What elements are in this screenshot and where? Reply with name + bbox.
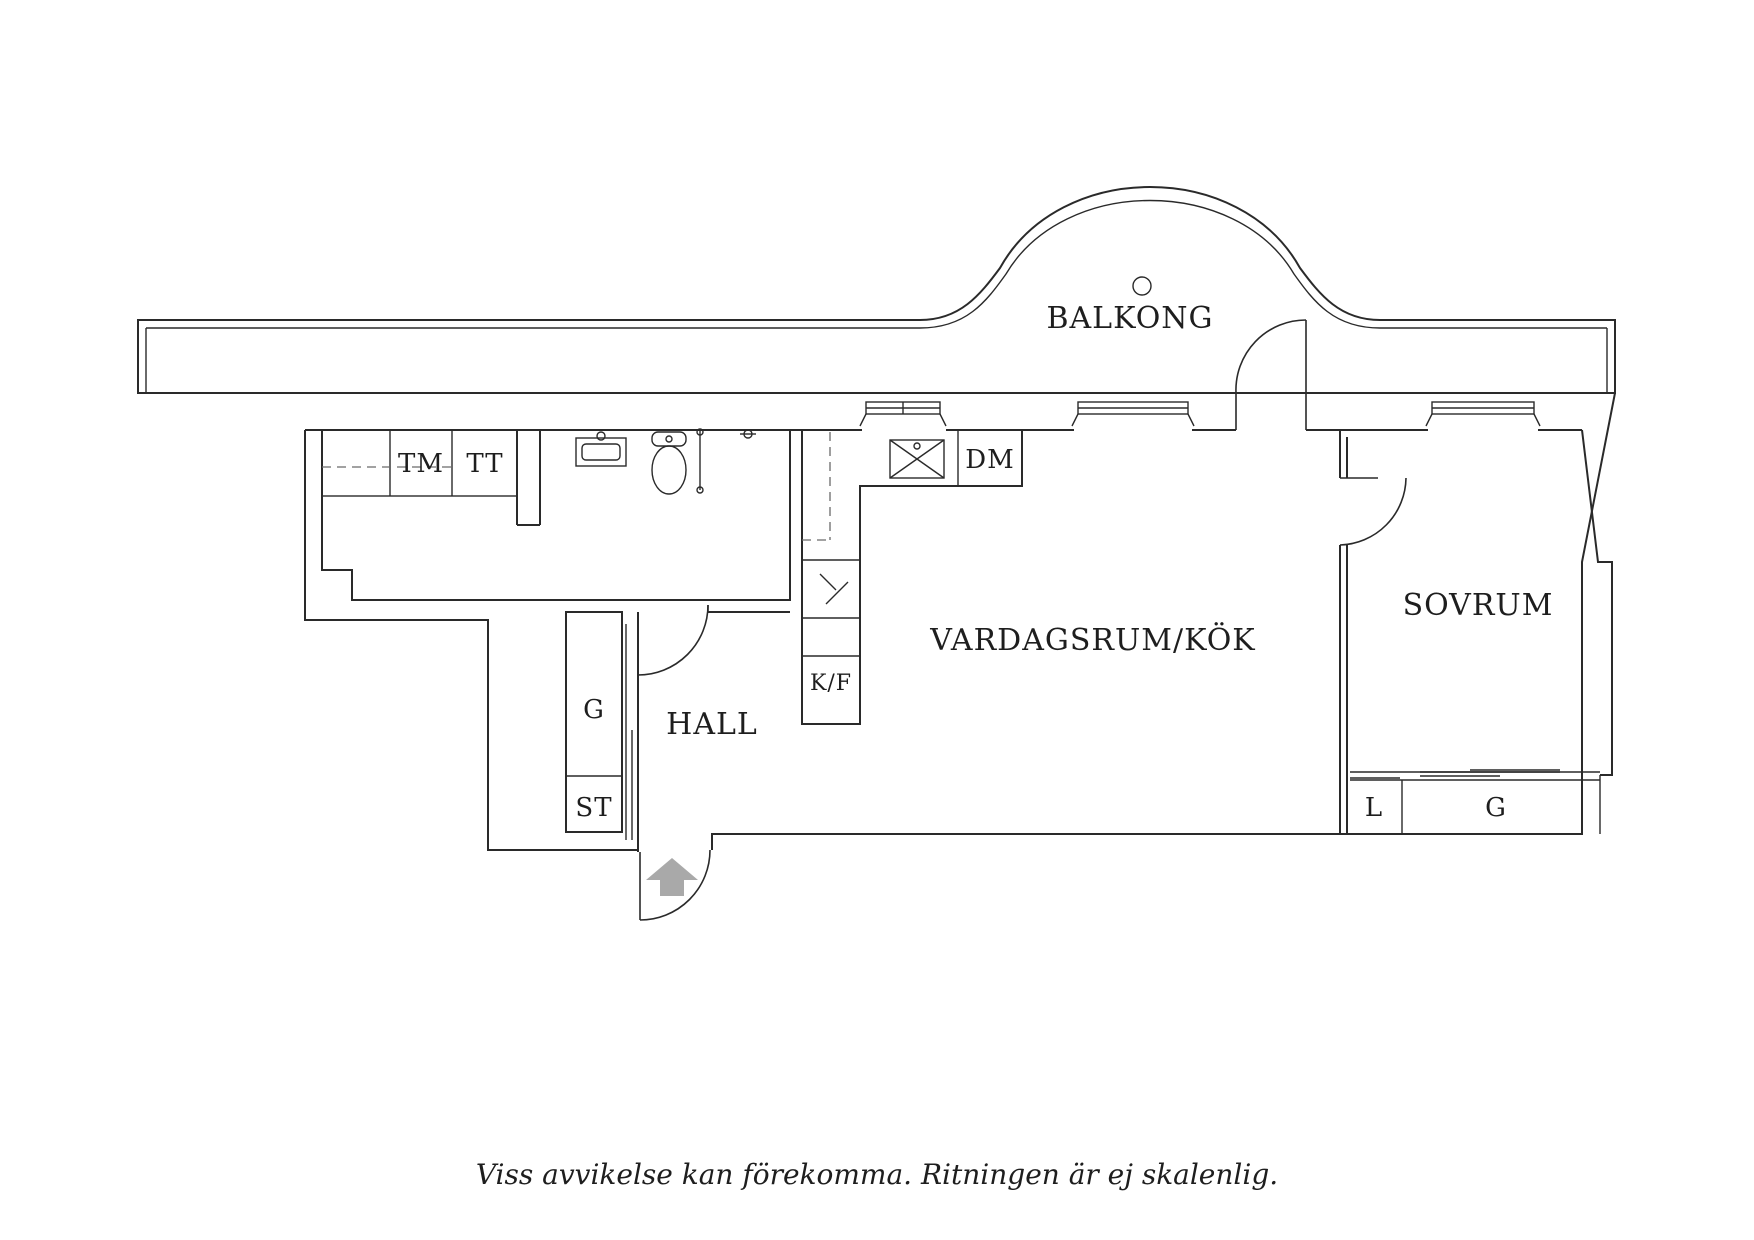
bedroom-walls (1339, 430, 1600, 834)
fixture-label-kf: K/F (810, 671, 852, 696)
window-bedroom (1425, 401, 1541, 427)
entrance-arrow-icon (646, 858, 698, 896)
fixture-label-dm: DM (965, 445, 1014, 475)
room-label-sovrum: SOVRUM (1403, 588, 1554, 623)
fixture-label-storage: ST (575, 793, 612, 823)
hall-walls (565, 604, 790, 852)
toilet-icon (651, 431, 687, 495)
window-living (1071, 401, 1195, 427)
room-label-hall: HALL (666, 707, 758, 742)
fixture-label-linen: L (1365, 793, 1383, 823)
fixture-label-tm: TM (398, 449, 444, 479)
balcony (137, 186, 1616, 394)
shower-icon (740, 429, 756, 439)
exterior-walls (304, 392, 1616, 851)
kitchen (801, 430, 1023, 725)
bathroom-walls (321, 428, 791, 601)
fixture-label-tt: TT (466, 449, 503, 479)
stove-icon (889, 439, 945, 479)
room-label-vardagsrum-kok: VARDAGSRUM/KÖK (929, 622, 1255, 658)
disclaimer-note: Viss avvikelse kan förekomma. Ritningen … (475, 1158, 1279, 1191)
balcony-drain-icon (1132, 276, 1152, 296)
entrance-door[interactable] (639, 849, 711, 921)
fixture-label-bedroom-wardrobe: G (1485, 793, 1507, 823)
fixture-label-hall-wardrobe: G (583, 695, 605, 725)
window-kitchen (859, 401, 947, 427)
sink-icon (575, 431, 627, 467)
room-label-balkong: BALKONG (1046, 301, 1213, 336)
balcony-door[interactable] (1235, 319, 1307, 430)
